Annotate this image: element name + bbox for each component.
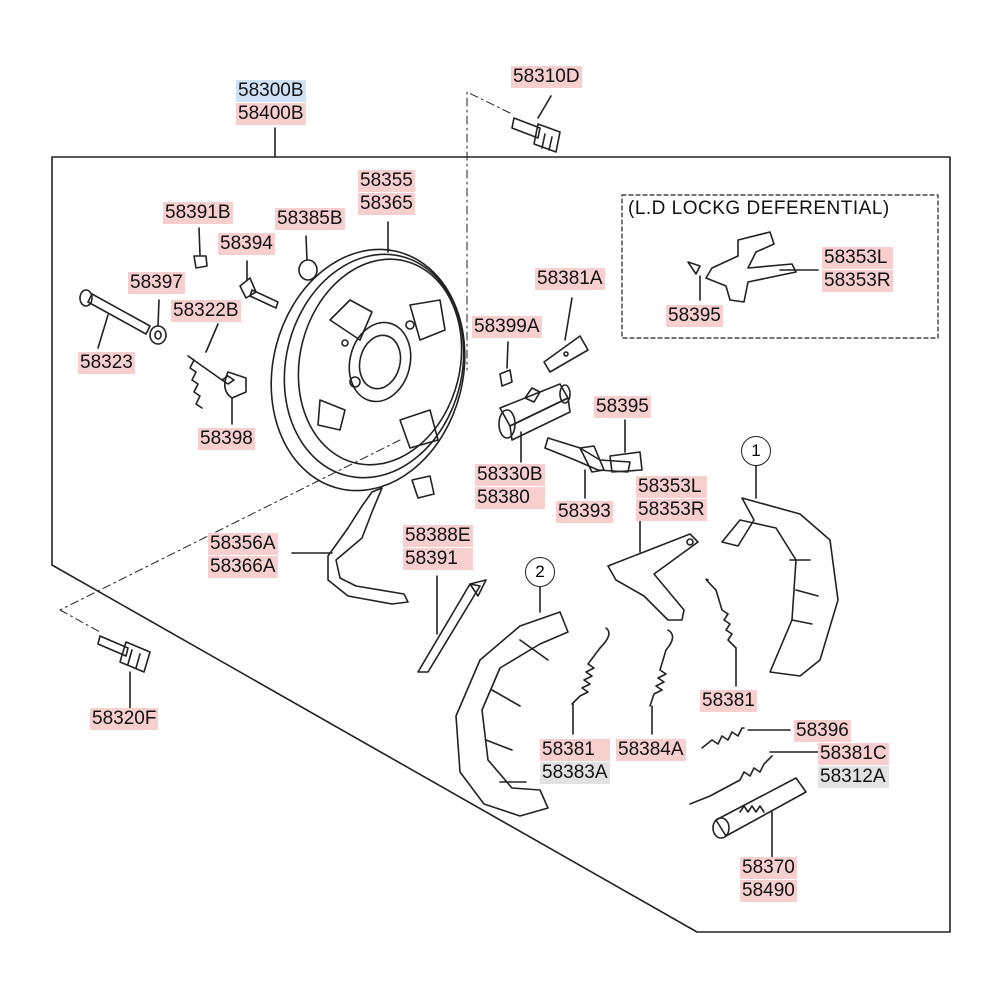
label-58310D-text[interactable]: 58310D bbox=[511, 66, 582, 88]
label-58355[interactable]: 58355 bbox=[358, 170, 415, 192]
label-58381A[interactable]: 58381A bbox=[535, 268, 605, 291]
label-strut[interactable]: 58356A 58366A bbox=[208, 533, 278, 579]
label-58394-text[interactable]: 58394 bbox=[218, 233, 275, 255]
label-58395-mid[interactable]: 58395 bbox=[594, 396, 651, 419]
lever-58393-icon bbox=[544, 437, 643, 473]
washer-58397-icon bbox=[149, 325, 167, 345]
label-58385B[interactable]: 58385B bbox=[275, 208, 345, 231]
cap-58398-icon bbox=[224, 371, 247, 399]
label-58323-text[interactable]: 58323 bbox=[78, 352, 135, 374]
label-58353L-inset[interactable]: 58353L bbox=[822, 247, 893, 269]
label-58397[interactable]: 58397 bbox=[128, 272, 185, 295]
label-drum[interactable]: 58355 58365 bbox=[358, 170, 415, 216]
label-58397-text[interactable]: 58397 bbox=[128, 272, 185, 294]
label-58395-inset-text[interactable]: 58395 bbox=[666, 305, 723, 327]
spring-58381-right-icon bbox=[705, 578, 737, 649]
adjuster-screw-icon bbox=[712, 777, 807, 839]
bolt-58320F-icon bbox=[97, 635, 151, 673]
label-58356A[interactable]: 58356A bbox=[208, 533, 278, 555]
label-58396[interactable]: 58396 bbox=[794, 720, 851, 743]
label-assy[interactable]: 58300B 58400B bbox=[236, 80, 306, 126]
plate-58381A-icon bbox=[543, 335, 589, 373]
label-58353R-inset[interactable]: 58353R bbox=[822, 270, 893, 292]
label-58322B[interactable]: 58322B bbox=[171, 300, 241, 323]
label-58394[interactable]: 58394 bbox=[218, 233, 275, 256]
callout-1: 1 bbox=[741, 436, 771, 466]
inset-lever-icon bbox=[687, 231, 797, 303]
label-58381-right[interactable]: 58381 bbox=[700, 690, 757, 713]
label-58381-left[interactable]: 58381 bbox=[540, 739, 610, 761]
label-58353R-mid[interactable]: 58353R bbox=[636, 499, 707, 521]
bleeder-58399A-icon bbox=[499, 369, 513, 387]
label-58300B[interactable]: 58300B bbox=[236, 80, 306, 102]
label-pin[interactable]: 58388E 58391 bbox=[403, 525, 473, 571]
label-58381A-text[interactable]: 58381A bbox=[535, 268, 605, 290]
inset-title: (L.D LOCKG DEFERENTIAL) bbox=[628, 198, 890, 219]
lever-58353-icon bbox=[607, 533, 699, 621]
label-58399A[interactable]: 58399A bbox=[472, 316, 542, 339]
spring-58384A-icon bbox=[649, 629, 674, 707]
label-inset-lever[interactable]: 58353L 58353R bbox=[822, 247, 893, 293]
rod-58388E-icon bbox=[417, 579, 487, 673]
spring-58396-icon bbox=[701, 727, 745, 749]
label-58396-text[interactable]: 58396 bbox=[794, 720, 851, 742]
label-spring[interactable]: 58381 58383A bbox=[540, 739, 610, 785]
label-58320F[interactable]: 58320F bbox=[90, 708, 159, 731]
label-58366A[interactable]: 58366A bbox=[208, 556, 278, 578]
label-58393-text[interactable]: 58393 bbox=[556, 501, 613, 523]
nut-58391B-icon bbox=[193, 255, 208, 269]
label-58393[interactable]: 58393 bbox=[556, 501, 613, 524]
label-58384A-text[interactable]: 58384A bbox=[616, 739, 686, 761]
label-58320F-text[interactable]: 58320F bbox=[90, 708, 159, 730]
inset-box bbox=[621, 194, 939, 339]
spring-58322B-icon bbox=[187, 355, 235, 409]
label-58330B[interactable]: 58330B bbox=[475, 464, 545, 486]
bolt-58310D-icon bbox=[511, 117, 561, 153]
label-58395-mid-text[interactable]: 58395 bbox=[594, 396, 651, 418]
label-58399A-text[interactable]: 58399A bbox=[472, 316, 542, 338]
backing-plate-icon bbox=[270, 248, 466, 492]
label-lever-mid[interactable]: 58353L 58353R bbox=[636, 476, 707, 522]
label-58323[interactable]: 58323 bbox=[78, 352, 135, 375]
label-cylinder[interactable]: 58330B 58380 bbox=[475, 464, 545, 510]
label-58381-right-text[interactable]: 58381 bbox=[700, 690, 757, 712]
label-58370[interactable]: 58370 bbox=[740, 857, 797, 879]
label-58322B-text[interactable]: 58322B bbox=[171, 300, 241, 322]
nut-bottom-icon bbox=[411, 475, 435, 499]
pin-58394-icon bbox=[239, 277, 279, 309]
brake-shoe-1-icon bbox=[721, 497, 839, 677]
pin-58323-icon bbox=[79, 289, 151, 335]
label-58384A[interactable]: 58384A bbox=[616, 739, 686, 762]
label-58395-inset[interactable]: 58395 bbox=[666, 305, 723, 328]
label-58385B-text[interactable]: 58385B bbox=[275, 208, 345, 230]
label-58310D[interactable]: 58310D bbox=[511, 66, 582, 89]
spring-58381-left-icon bbox=[571, 627, 610, 705]
strut-58356A-icon bbox=[327, 487, 409, 605]
label-58365[interactable]: 58365 bbox=[358, 193, 415, 215]
label-58398[interactable]: 58398 bbox=[198, 428, 255, 451]
label-58391B-text[interactable]: 58391B bbox=[163, 202, 233, 224]
label-58312A[interactable]: 58312A bbox=[818, 766, 889, 788]
label-58388E[interactable]: 58388E bbox=[403, 525, 473, 547]
assembly-frame bbox=[51, 156, 951, 933]
label-58391B[interactable]: 58391B bbox=[163, 202, 233, 225]
wheel-cylinder-icon bbox=[498, 383, 571, 441]
label-adjuster[interactable]: 58381C 58312A bbox=[818, 743, 889, 789]
adjuster-spring-icon bbox=[689, 755, 773, 805]
label-58353L-mid[interactable]: 58353L bbox=[636, 476, 707, 498]
label-58400B[interactable]: 58400B bbox=[236, 103, 306, 125]
label-58391[interactable]: 58391 bbox=[403, 548, 473, 570]
label-58398-text[interactable]: 58398 bbox=[198, 428, 255, 450]
cap-58385B-icon bbox=[298, 259, 318, 281]
label-58380[interactable]: 58380 bbox=[475, 487, 545, 509]
brake-shoe-2-icon bbox=[455, 611, 569, 817]
label-screw[interactable]: 58370 58490 bbox=[740, 857, 797, 903]
callout-2: 2 bbox=[525, 557, 555, 587]
label-58490[interactable]: 58490 bbox=[740, 880, 797, 902]
label-58381C[interactable]: 58381C bbox=[818, 743, 889, 765]
label-58383A[interactable]: 58383A bbox=[540, 762, 610, 784]
